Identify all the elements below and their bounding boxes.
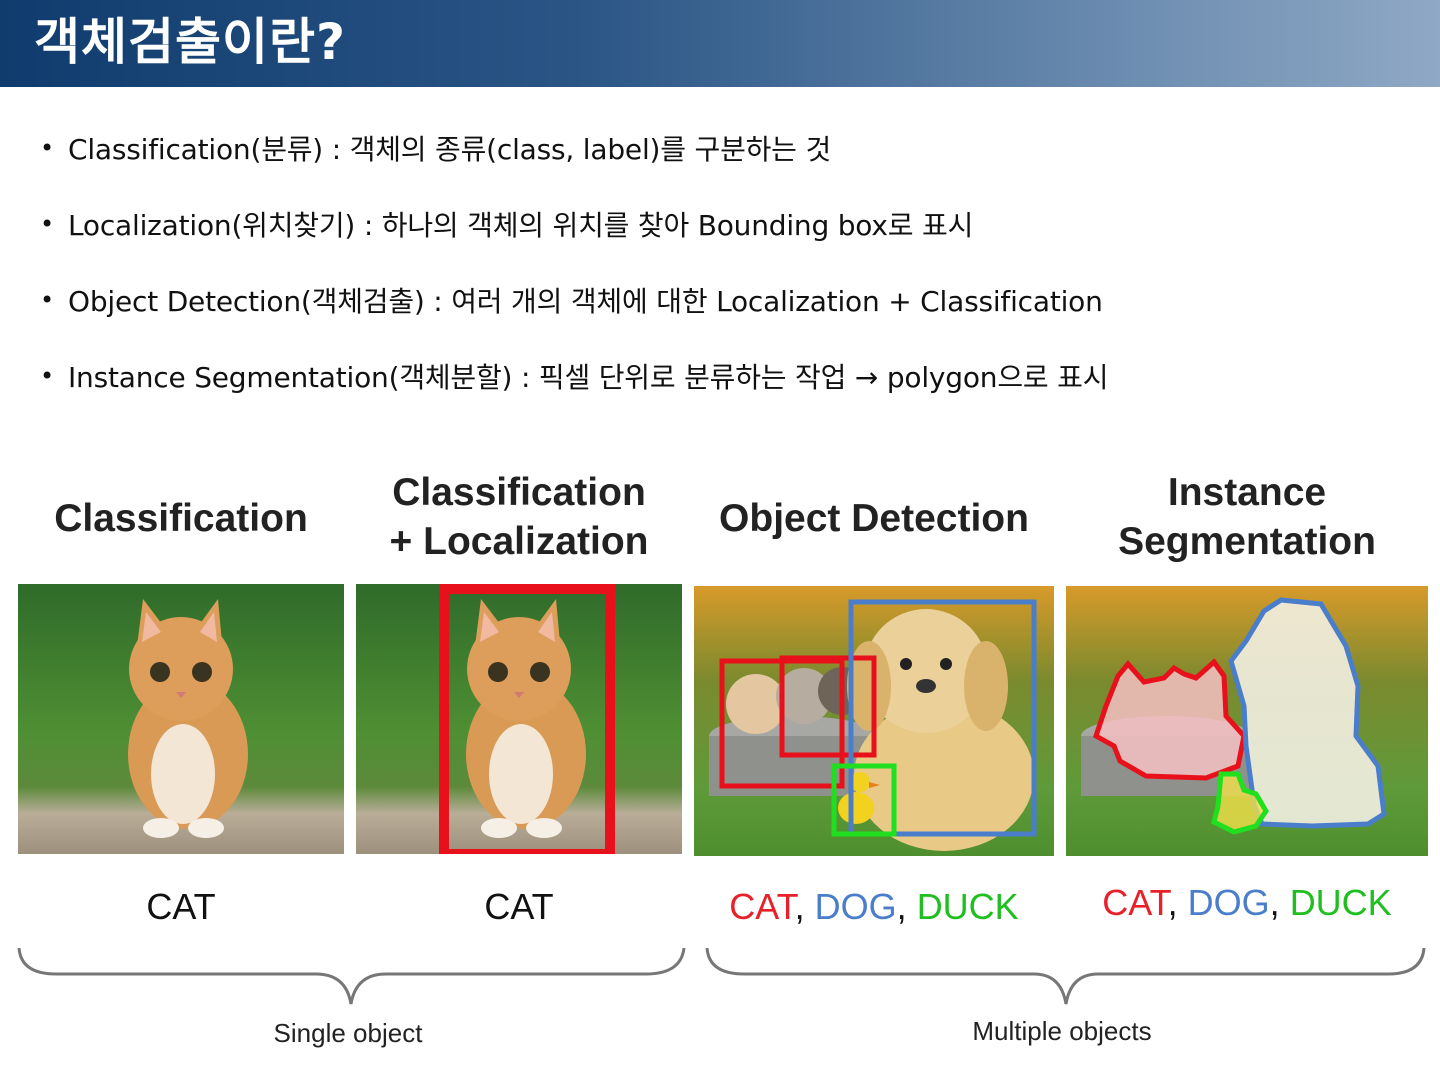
cat-localization-image [356,584,682,854]
bullet-text: Instance Segmentation(객체분할) : 픽셀 단위로 분류하… [68,361,1109,394]
label-duck-green: DUCK [1289,882,1392,923]
label-cat-red: CAT [1102,882,1168,923]
heading-object-detection: Object Detection [719,497,1029,540]
label-dog-blue: DOG [814,886,897,927]
cat-box [779,655,877,758]
label-cat: CAT [146,886,216,927]
comma: , [1269,882,1290,923]
heading-classification-localization: Classification + Localization [389,471,649,563]
duck-mask [1211,771,1269,835]
cat-mask [1092,658,1247,781]
label-cat-red: CAT [729,886,795,927]
cat-figure [128,599,248,838]
label-dog-blue: DOG [1187,882,1270,923]
label-duck-green: DUCK [916,886,1019,927]
dog-box [848,599,1037,837]
bullet-item: • Localization(위치찾기) : 하나의 객체의 위치를 찾아 Bo… [40,202,973,246]
bullet-dot: • [40,210,55,238]
comma: , [1167,882,1188,923]
heading-instance-segmentation: Instance Segmentation [1118,471,1376,563]
bullet-text: Object Detection(객체검출) : 여러 개의 객체에 대한 Lo… [68,285,1103,318]
segmentation-image [1066,586,1428,856]
bullet-dot: • [40,362,55,390]
bullet-dot: • [40,134,55,162]
comma: , [896,886,917,927]
group-label-single: Single object [273,1018,423,1048]
brace-multiple [705,947,1426,1005]
bullet-text: Localization(위치찾기) : 하나의 객체의 위치를 찾아 Boun… [68,209,974,242]
group-label-multiple: Multiple objects [972,1016,1152,1046]
duck-box [831,763,897,837]
bullet-text: Classification(분류) : 객체의 종류(class, label… [68,133,832,166]
label-cat-localization: CAT [484,886,554,927]
bullet-item: • Classification(분류) : 객체의 종류(class, lab… [40,126,831,170]
label-detection: CAT, DOG, DUCK [694,886,1054,928]
bullet-dot: • [40,286,55,314]
bounding-box [439,584,615,854]
title-bar: 객체검출이란? [0,0,1440,87]
label-segmentation: CAT, DOG, DUCK [1066,882,1428,924]
detection-image [694,586,1054,856]
bullet-item: • Object Detection(객체검출) : 여러 개의 객체에 대한 … [40,278,1103,322]
cat-image [18,584,344,854]
brace-single [17,947,686,1005]
heading-classification: Classification [54,497,308,540]
bullet-item: • Instance Segmentation(객체분할) : 픽셀 단위로 분… [40,354,1108,398]
dog-mask [1228,597,1387,829]
slide-title: 객체검출이란? [34,13,347,71]
comma: , [794,886,815,927]
